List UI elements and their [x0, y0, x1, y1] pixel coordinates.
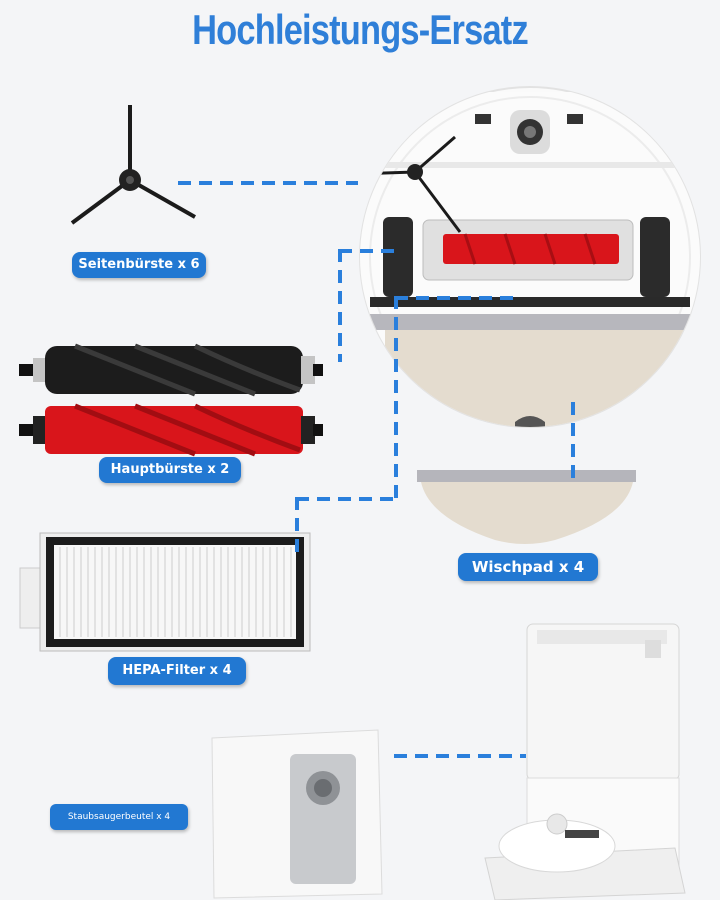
mop-pad-image — [417, 470, 636, 544]
dust-bag-connector-line — [394, 754, 526, 758]
robot-vacuum-bottom-image — [359, 86, 701, 428]
docking-station-image — [484, 623, 686, 900]
dust-bag-image — [211, 729, 383, 899]
page-title: Hochleistungs-Ersatz — [192, 6, 529, 53]
hepa-filter-label: HEPA-Filter x 4 — [108, 657, 246, 685]
hepa-connector-line-top — [395, 296, 515, 300]
hepa-connector-line-vertical — [394, 296, 398, 501]
mop-pad-label: Wischpad x 4 — [458, 553, 598, 581]
mop-pad-connector-line — [571, 402, 575, 480]
dust-bag-label: Staubsaugerbeutel x 4 — [50, 804, 188, 830]
side-brush-image — [70, 105, 196, 225]
hepa-connector-line-middle — [296, 497, 398, 501]
hepa-connector-line-drop — [295, 497, 299, 553]
side-brush-connector-line — [178, 181, 358, 185]
main-brush-label: Hauptbürste x 2 — [99, 457, 241, 483]
hepa-filter-image — [19, 532, 311, 652]
main-brush-connector-line-top — [339, 249, 401, 253]
main-brush-connector-line-vertical — [338, 249, 342, 362]
main-brush-red-image — [19, 403, 323, 457]
main-brush-black-image — [19, 343, 323, 397]
side-brush-label: Seitenbürste x 6 — [72, 252, 206, 278]
